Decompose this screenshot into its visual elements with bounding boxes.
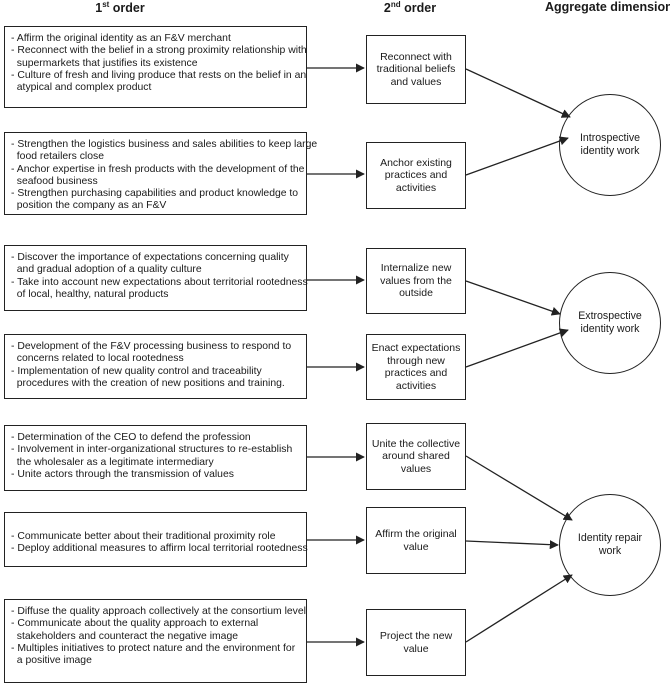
header-second-order: 2nd order <box>360 0 460 15</box>
second-order-label: Reconnect with traditional beliefs and v… <box>376 50 456 88</box>
first-order-line: - Communicate better about their traditi… <box>11 531 276 542</box>
aggregate-circle-introspective: Introspective identity work <box>559 94 661 196</box>
first-order-line: a positive image <box>11 655 92 667</box>
header-aggregate-dimensions: Aggregate dimensions <box>545 0 670 14</box>
first-order-box-4: - Development of the F&V processing busi… <box>4 334 307 399</box>
first-order-line: - Implementation of new quality control … <box>11 365 262 377</box>
first-order-line: atypical and complex product <box>11 82 152 94</box>
aggregate-label: Introspective identity work <box>579 132 641 157</box>
header-second-order-number: 2 <box>383 1 391 16</box>
second-order-label: Anchor existing practices and activities <box>380 156 452 194</box>
first-order-line: of local, healthy, natural products <box>11 288 169 300</box>
aggregate-circle-extrospective: Extrospective identity work <box>559 272 661 374</box>
first-order-line: - Reconnect with the belief in a strong … <box>11 45 307 57</box>
first-order-line: the wholesaler as a legitimate intermedi… <box>11 456 214 468</box>
header-first-order: 1st order <box>0 0 240 15</box>
aggregate-label: Identity repair work <box>577 532 643 557</box>
header-first-order-sup: st <box>102 0 110 9</box>
first-order-line: - Take into account new expectations abo… <box>11 276 308 288</box>
first-order-box-3: - Discover the importance of expectation… <box>4 245 308 311</box>
aggregate-label: Extrospective identity work <box>578 310 642 335</box>
first-order-line: seafood business <box>11 175 98 187</box>
first-order-line: - Involvement in inter-organizational st… <box>11 444 293 456</box>
second-order-label: Internalize new values from the outside <box>380 262 452 300</box>
aggregate-circle-identity-repair: Identity repair work <box>559 494 661 596</box>
header-second-order-sup: nd <box>390 0 401 9</box>
header-first-order-number: 1 <box>95 1 103 16</box>
first-order-box-6: - Communicate better about their traditi… <box>4 512 308 567</box>
first-order-box-2: - Strengthen the logistics business and … <box>4 132 317 215</box>
first-order-line: - Affirm the original identity as an F&V… <box>11 33 231 44</box>
arrow-second-to-introspective-2 <box>465 136 569 176</box>
first-order-line: and gradual adoption of a quality cultur… <box>11 264 202 276</box>
first-order-line: procedures with the creation of new posi… <box>11 377 285 389</box>
arrow-second-to-repair-1 <box>465 455 573 521</box>
second-order-label: Enact expectations through new practices… <box>371 342 461 392</box>
first-order-line: - Multiples initiatives to protect natur… <box>11 642 296 654</box>
first-order-line: food retailers close <box>11 151 104 163</box>
first-order-line: - Deploy additional measures to affirm l… <box>11 543 308 555</box>
first-order-line: supermarkets that justifies its existenc… <box>11 57 198 69</box>
second-order-box-5: Unite the collective around shared value… <box>366 423 466 490</box>
arrow-second-to-introspective-1 <box>465 68 571 118</box>
first-order-box-5: - Determination of the CEO to defend the… <box>4 425 307 491</box>
header-second-order-word: order <box>400 1 437 16</box>
second-order-box-7: Project the new value <box>366 609 466 676</box>
second-order-box-4: Enact expectations through new practices… <box>366 334 466 400</box>
first-order-line: - Unite actors through the transmission … <box>11 468 234 480</box>
arrow-second-to-extrospective-2 <box>465 328 569 368</box>
second-order-label: Affirm the original value <box>375 528 457 553</box>
first-order-line: - Determination of the CEO to defend the… <box>11 432 251 443</box>
first-order-line: - Discover the importance of expectation… <box>11 252 289 263</box>
first-order-line: position the company as an F&V <box>11 200 167 212</box>
arrow-second-to-repair-3 <box>465 574 573 643</box>
first-order-box-1: - Affirm the original identity as an F&V… <box>4 26 307 108</box>
second-order-box-2: Anchor existing practices and activities <box>366 142 466 209</box>
first-order-line: stakeholders and counteract the negative… <box>11 630 239 642</box>
first-order-line: - Strengthen purchasing capabilities and… <box>11 188 299 200</box>
first-order-line: concerns related to local rootedness <box>11 353 184 365</box>
first-order-line: - Development of the F&V processing busi… <box>11 341 292 352</box>
second-order-box-1: Reconnect with traditional beliefs and v… <box>366 35 466 104</box>
second-order-box-6: Affirm the original value <box>366 507 466 574</box>
second-order-label: Unite the collective around shared value… <box>371 437 461 475</box>
second-order-box-3: Internalize new values from the outside <box>366 248 466 314</box>
second-order-label: Project the new value <box>379 630 453 655</box>
header-first-order-word: order <box>109 1 145 16</box>
first-order-box-7: - Diffuse the quality approach collectiv… <box>4 599 307 683</box>
arrow-second-to-extrospective-1 <box>465 280 561 316</box>
first-order-line: - Anchor expertise in fresh products wit… <box>11 163 305 175</box>
first-order-line: - Communicate about the quality approach… <box>11 618 259 630</box>
arrow-second-to-repair-2 <box>465 540 559 550</box>
first-order-line: - Diffuse the quality approach collectiv… <box>11 606 306 617</box>
